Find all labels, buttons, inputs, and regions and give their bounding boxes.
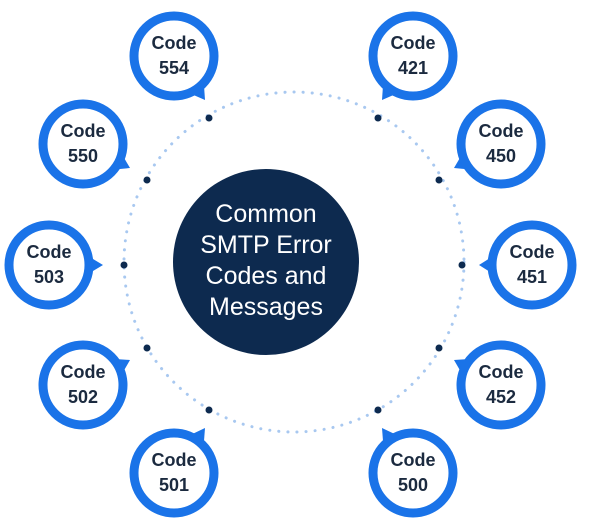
center-title-line-1: Common [215, 200, 317, 228]
bubble-code-word: Code [26, 242, 72, 262]
connector-dot [435, 176, 443, 184]
bubble-label-501: Code 501 [129, 448, 219, 498]
connector-dot [205, 114, 213, 122]
bubble-label-421: Code 421 [368, 31, 458, 81]
bubble-code-number: 500 [397, 475, 429, 495]
bubble-code-number: 502 [67, 387, 99, 407]
bubble-label-500: Code 500 [368, 448, 458, 498]
bubble-code-word: Code [151, 33, 197, 53]
connector-dot [143, 344, 151, 352]
bubble-code-number: 554 [158, 58, 190, 78]
bubble-label-502: Code 502 [38, 360, 128, 410]
center-title-line-2: SMTP Error [200, 231, 332, 259]
bubble-code-number: 550 [67, 146, 99, 166]
bubble-code-number: 503 [33, 267, 65, 287]
bubble-code-word: Code [151, 450, 197, 470]
bubble-code-word: Code [478, 362, 524, 382]
bubble-code-number: 451 [516, 267, 548, 287]
connector-dot [374, 114, 382, 122]
bubble-ring-452 [456, 340, 546, 430]
connector-dot [435, 344, 443, 352]
bubble-code-number: 450 [485, 146, 517, 166]
bubble-code-word: Code [60, 362, 106, 382]
connector-dot [143, 176, 151, 184]
center-title: Common SMTP Error Codes and Messages [172, 186, 360, 336]
connector-dot [205, 406, 213, 414]
bubble-code-word: Code [60, 121, 106, 141]
bubble-label-550: Code 550 [38, 119, 128, 169]
bubble-code-word: Code [478, 121, 524, 141]
bubble-code-word: Code [509, 242, 555, 262]
bubble-ring-550 [38, 99, 128, 189]
bubble-label-451: Code 451 [487, 240, 577, 290]
connector-dot [458, 261, 466, 269]
bubble-label-450: Code 450 [456, 119, 546, 169]
dotted-ring [122, 90, 466, 434]
center-title-line-3: Codes and [205, 262, 327, 290]
bubble-ring-501 [129, 428, 219, 518]
center-circle [173, 169, 359, 355]
bubble-label-452: Code 452 [456, 360, 546, 410]
bubble-code-number: 501 [158, 475, 190, 495]
bubble-code-number: 452 [485, 387, 517, 407]
connector-dot [120, 261, 128, 269]
bubble-ring-502 [38, 340, 128, 430]
bubble-ring-500 [368, 428, 458, 518]
bubble-shapes [4, 11, 577, 518]
bubble-code-word: Code [390, 33, 436, 53]
bubble-ring-554 [129, 11, 219, 101]
bubble-ring-451 [487, 220, 577, 310]
connector-dot [374, 406, 382, 414]
bubble-ring-450 [456, 99, 546, 189]
connector-dots [120, 114, 466, 414]
center-title-line-4: Messages [209, 293, 323, 321]
bubble-ring-503 [4, 220, 94, 310]
bubble-code-word: Code [390, 450, 436, 470]
bubble-ring-421 [368, 11, 458, 101]
bubble-label-503: Code 503 [4, 240, 94, 290]
bubble-code-number: 421 [397, 58, 429, 78]
bubble-label-554: Code 554 [129, 31, 219, 81]
